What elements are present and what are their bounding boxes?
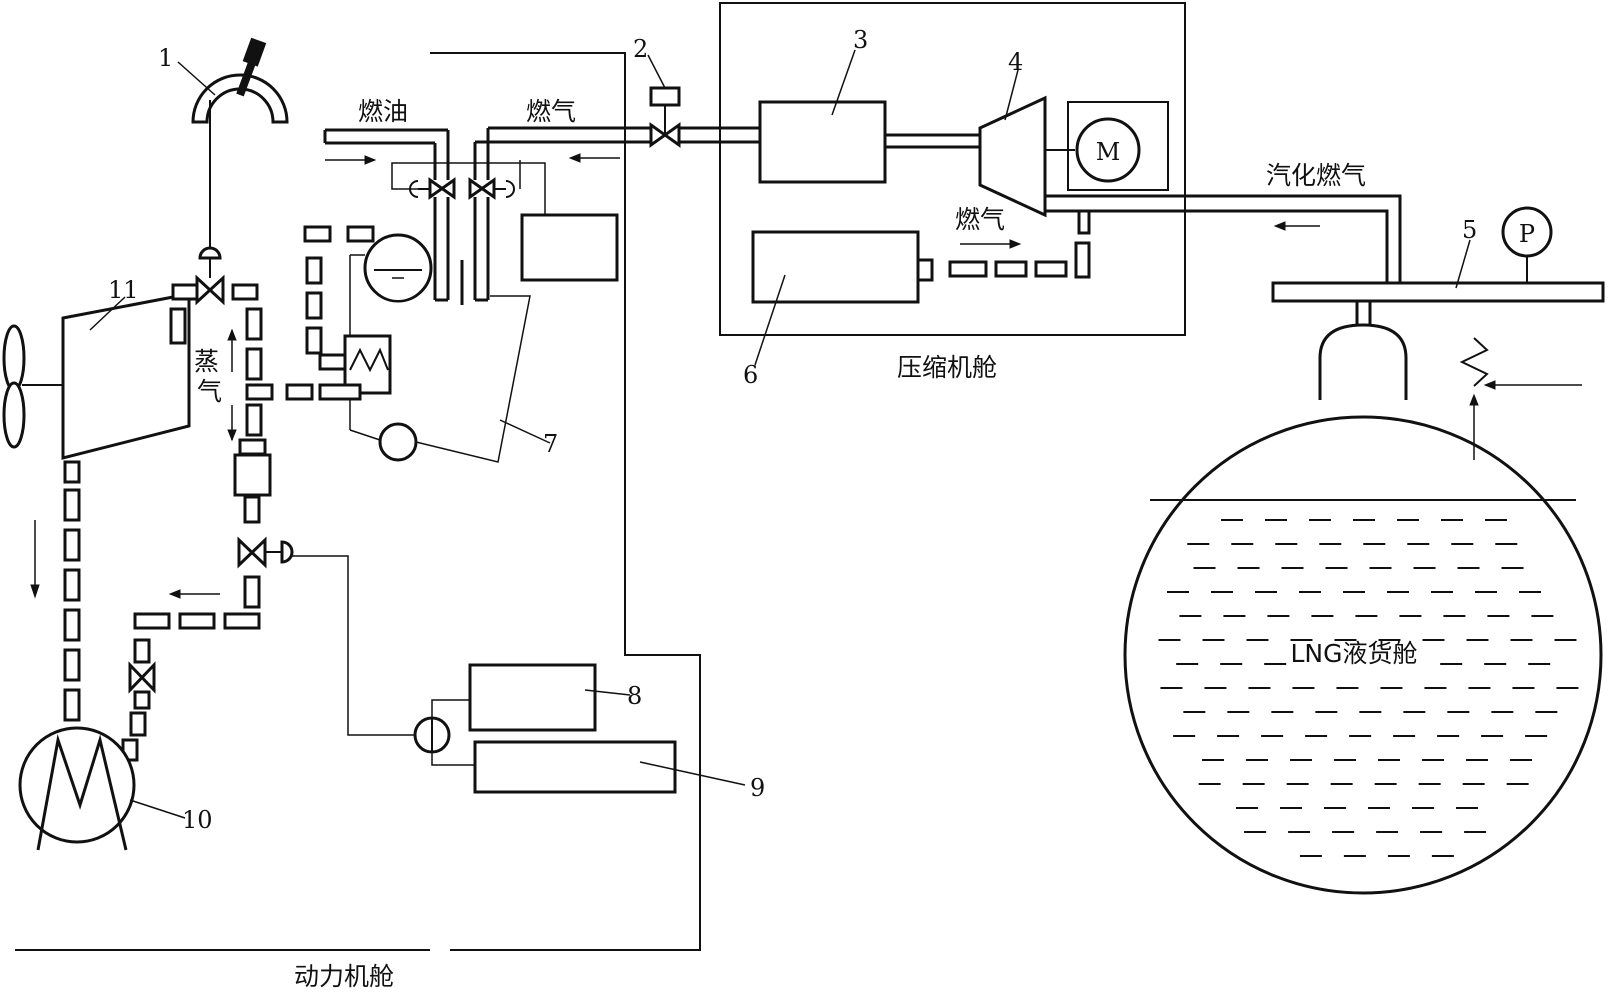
motor-frame (1045, 101, 1169, 191)
tank-label: LNG液货舱 (1290, 639, 1417, 668)
unit-9-box (473, 740, 677, 794)
compressor-room-label: 压缩机舱 (897, 353, 997, 382)
turbine-11 (61, 292, 191, 460)
fuel-gas-label-2: 燃气 (955, 205, 1005, 234)
steam-throttle-valve (169, 246, 263, 381)
exhaust-line (30, 460, 81, 722)
callout-numbers: 1 2 3 4 5 6 7 8 9 10 11 (108, 26, 1477, 834)
main-gas-valve (649, 86, 681, 148)
burner-stems (433, 197, 490, 305)
engine-room-boundary (15, 52, 701, 951)
pump-7-loop (349, 295, 531, 463)
condensate-valve (121, 638, 156, 762)
tank-header (1271, 281, 1605, 400)
unit-6-exhaust (916, 241, 1091, 282)
motor-label: M (1096, 138, 1121, 166)
engine-room-label: 动力机舱 (294, 962, 394, 991)
fuel-oil-label: 燃油 (358, 97, 408, 126)
fuel-oil-line (323, 128, 450, 180)
callout-7: 7 (543, 430, 558, 458)
motor-icon: M (1075, 117, 1141, 183)
unit-8-box (468, 663, 597, 732)
callout-3: 3 (853, 26, 868, 54)
diagram-labels: 燃油 燃气 燃气 汽化燃气 蒸 气 压缩机舱 动力机舱 (194, 97, 1366, 991)
shaft-3-4 (885, 133, 980, 149)
propeller-icon (2, 324, 63, 449)
boiloff-gas-pipe (1045, 194, 1402, 283)
steam-supply-line (245, 383, 314, 437)
callout-6: 6 (743, 361, 758, 389)
boiler-icon (18, 726, 136, 851)
steam-line-down (133, 438, 415, 736)
callout-leaders (89, 49, 1471, 819)
steam-label-bottom: 气 (197, 377, 222, 406)
fuel-control-valves (391, 160, 546, 215)
unit-6-box (751, 230, 920, 304)
tank-liquid-dashes (1158, 519, 1579, 857)
compressor-room-boundary (719, 2, 1186, 336)
heater-coil-icon (318, 334, 392, 401)
pressure-label: P (1519, 220, 1535, 248)
callout-5: 5 (1462, 216, 1477, 244)
pressure-gauge-icon: P (1501, 206, 1553, 283)
callout-10: 10 (182, 806, 213, 834)
unit-3-box (758, 100, 887, 184)
throttle-lever (191, 37, 289, 258)
callout-2: 2 (633, 35, 648, 63)
callout-4: 4 (1008, 48, 1023, 76)
steam-arrows (227, 328, 237, 442)
valve-icon (649, 122, 681, 148)
callout-8: 8 (627, 682, 642, 710)
superheater-pipes (303, 225, 375, 371)
callout-1: 1 (158, 44, 173, 72)
throttle-lever-icon (236, 37, 267, 97)
control-unit-box (520, 213, 619, 282)
compressor-icon (978, 95, 1047, 218)
lng-tank: LNG液货舱 (1123, 415, 1603, 895)
arrow-icon (325, 153, 620, 165)
tank-heat-input (1459, 337, 1582, 460)
pump-icon (413, 699, 475, 766)
callout-9: 9 (750, 774, 765, 802)
steam-drum (349, 233, 433, 430)
steam-label-top: 蒸 (194, 347, 219, 376)
fuel-gas-label: 燃气 (526, 97, 576, 126)
callout-11: 11 (108, 276, 139, 304)
boiloff-gas-label: 汽化燃气 (1266, 161, 1366, 190)
fuel-gas-line (473, 126, 760, 180)
